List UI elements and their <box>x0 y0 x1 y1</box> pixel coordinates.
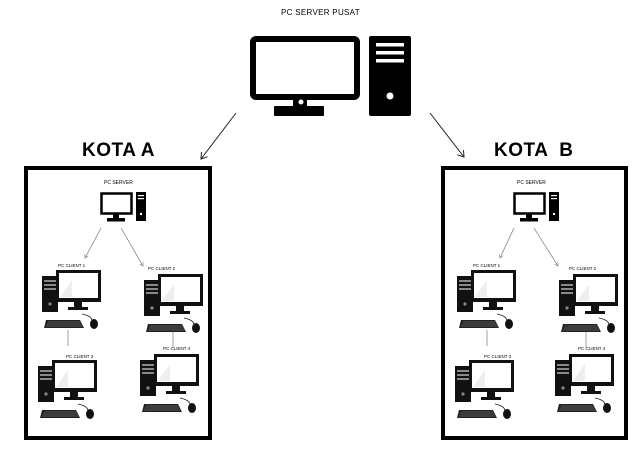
city-title-b: KOTA B <box>494 140 574 161</box>
client-label-4: PC CLIENT 4 <box>163 346 191 351</box>
client-pc-icon <box>40 270 108 332</box>
city-server-icon <box>100 192 146 222</box>
client-pc-icon <box>557 274 625 336</box>
client-label-1: PC CLIENT 1 <box>473 263 501 268</box>
arrow-to-kota-a <box>201 112 237 159</box>
client-pc-icon <box>455 270 523 332</box>
city-panel-a: PC SERVER PC CLIENT 1 PC CLIENT 2 PC CLI… <box>24 166 212 440</box>
server-label: PC SERVER <box>104 180 133 186</box>
client-pc-icon <box>138 354 206 416</box>
client-label-2: PC CLIENT 2 <box>569 266 597 271</box>
city-title-a: KOTA A <box>82 140 156 161</box>
client-pc-icon <box>453 360 521 422</box>
client-pc-icon <box>142 274 210 336</box>
client-label-3: PC CLIENT 3 <box>484 354 512 359</box>
arrow-to-kota-b <box>429 112 464 157</box>
city-server-icon <box>513 192 559 222</box>
client-pc-icon <box>36 360 104 422</box>
server-label: PC SERVER <box>517 180 546 186</box>
client-label-3: PC CLIENT 3 <box>66 354 94 359</box>
diagram-title: PC SERVER PUSAT <box>281 8 360 17</box>
client-label-4: PC CLIENT 4 <box>578 346 606 351</box>
city-panel-b: PC SERVER PC CLIENT 1 PC CLIENT 2 PC CLI… <box>441 166 628 440</box>
lan-connectors <box>486 227 587 348</box>
client-pc-icon <box>553 354 621 416</box>
client-label-2: PC CLIENT 2 <box>148 266 176 271</box>
lan-connectors <box>67 227 174 348</box>
central-server-icon <box>250 36 411 116</box>
client-label-1: PC CLIENT 1 <box>58 263 86 268</box>
